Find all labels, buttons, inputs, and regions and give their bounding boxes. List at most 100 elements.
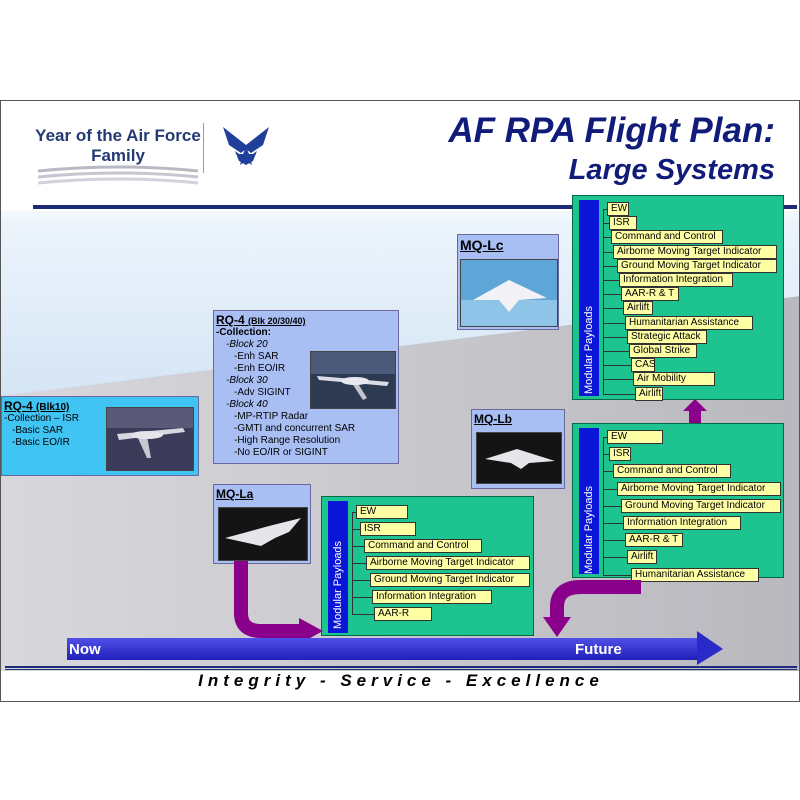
payload-connector	[603, 557, 627, 559]
global-hawk-image	[106, 407, 194, 471]
rq4-blk20-line: -Collection:	[216, 327, 271, 338]
mq-la-box: MQ-La	[213, 484, 311, 564]
payload-item: EW	[607, 202, 629, 216]
payload-item: Humanitarian Assistance	[631, 567, 759, 582]
timeline-future-label: Future	[575, 641, 622, 658]
mq-lb-box: MQ-Lb	[471, 409, 565, 489]
footer-rule-bottom	[5, 669, 797, 670]
modular-payloads-bar	[328, 501, 348, 633]
mq-la-title: MQ-La	[216, 487, 254, 501]
payload-connector	[603, 294, 621, 296]
rq4-blk20-line: -Block 40	[226, 399, 268, 410]
payload-item: Airlift	[623, 301, 653, 316]
payload-item: Information Integration	[619, 273, 733, 287]
rq4-blk10-box: RQ-4 (Blk10) -Collection – ISR -Basic SA…	[1, 396, 199, 476]
payload-connector	[603, 540, 625, 542]
payload-connector	[603, 280, 619, 281]
rq4-blk20-box: RQ-4 (Blk 20/30/40) -Collection: -Block …	[213, 310, 399, 464]
mq-lb-title: MQ-Lb	[474, 412, 512, 426]
payload-item: CAS	[631, 358, 656, 373]
payload-connector	[352, 546, 364, 547]
payload-connector	[603, 505, 621, 507]
payload-item: EW	[356, 505, 408, 519]
rq4-blk10-line: -Basic SAR	[12, 425, 64, 436]
rq4-blk20-line: -Block 30	[226, 375, 268, 386]
timeline-arrow	[67, 631, 723, 665]
payload-item: Information Integration	[623, 516, 741, 530]
payload-item: AAR-R	[374, 607, 432, 621]
payload-item: Command and Control	[611, 230, 723, 245]
payload-connector	[603, 223, 609, 225]
payload-item: Information Integration	[372, 590, 492, 604]
payload-item: ISR	[609, 216, 637, 231]
payload-connector	[352, 580, 370, 581]
rq4-blk20-line: -MP-RTIP Radar	[234, 411, 309, 422]
rq4-blk20-line: -Enh SAR	[234, 351, 279, 362]
payload-connector	[603, 488, 617, 490]
mq-lc-title: MQ-Lc	[460, 237, 504, 253]
payload-item: Humanitarian Assistance	[625, 315, 753, 330]
payload-connector	[603, 351, 629, 352]
rq4-blk10-line: -Collection – ISR	[4, 413, 80, 424]
payload-item: Ground Moving Target Indicator	[370, 573, 530, 587]
purple-arrows	[234, 399, 707, 644]
logo-line-1: Year of the Air Force	[35, 126, 201, 145]
arrow-lb-to-lc	[683, 399, 707, 411]
air-force-symbol-icon	[223, 127, 269, 165]
arrow-la-to-module	[299, 618, 323, 644]
mq-lb-image	[476, 432, 562, 484]
payload-item: Command and Control	[364, 539, 482, 553]
payload-item: Airlift	[627, 550, 657, 565]
payload-connector	[603, 209, 607, 210]
payload-connector	[603, 454, 609, 456]
payload-connector	[603, 336, 627, 338]
payload-connector	[352, 597, 372, 598]
mq-lc-box: MQ-Lc	[457, 234, 559, 330]
payload-connector	[603, 379, 633, 381]
payload-item: Global Strike	[629, 344, 697, 358]
rq4-blk20-line: -Enh EO/IR	[234, 363, 286, 374]
payload-connector	[603, 237, 611, 239]
payload-connector	[603, 471, 613, 473]
payload-connector	[603, 308, 623, 310]
payload-connector	[603, 251, 613, 253]
payload-connector	[603, 574, 631, 576]
page-subtitle: Large Systems	[568, 154, 775, 186]
mq-lc-image	[460, 259, 558, 327]
mq-la-image	[218, 507, 308, 561]
payload-connector	[603, 322, 625, 324]
header-rule	[33, 205, 797, 209]
payload-connector	[352, 529, 360, 530]
payload-item: Air Mobility	[633, 372, 715, 387]
payload-item: Airborne Moving Target Indicator	[366, 556, 530, 570]
logo-divider	[203, 123, 204, 173]
payload-connector	[603, 265, 617, 267]
logo-text: Year of the Air Force Family	[33, 126, 203, 166]
payload-item: EW	[607, 430, 663, 444]
payload-connector	[352, 563, 366, 564]
payload-item: Airlift	[635, 386, 663, 401]
payload-item: Command and Control	[613, 464, 731, 479]
rq4-blk20-line: -Adv SIGINT	[234, 387, 291, 398]
payload-connector	[352, 512, 356, 513]
slide: Year of the Air Force Family AF RPA Flig…	[0, 100, 800, 702]
payload-bracket	[603, 209, 604, 394]
rq4-blk20-line: -High Range Resolution	[234, 435, 341, 446]
rq4-blk20-title: RQ-4 (Blk 20/30/40)	[216, 313, 306, 327]
modular-payloads-bar	[579, 428, 599, 574]
payload-item: Airborne Moving Target Indicator	[613, 244, 777, 259]
payload-item: Strategic Attack	[627, 329, 707, 344]
rq4-blk20-line: -GMTI and concurrent SAR	[234, 423, 356, 434]
modular-payloads-bar	[579, 200, 599, 396]
payload-connector	[603, 523, 623, 524]
arrow-lb-to-la	[543, 617, 571, 637]
payload-connector	[603, 437, 607, 438]
payload-item: Airborne Moving Target Indicator	[617, 481, 781, 496]
payload-connector	[352, 614, 374, 615]
rq4-blk10-title: RQ-4 (Blk10)	[4, 399, 70, 413]
payload-item: Ground Moving Target Indicator	[621, 498, 781, 513]
footer-rule-top	[5, 666, 797, 668]
payload-item: Ground Moving Target Indicator	[617, 258, 777, 273]
